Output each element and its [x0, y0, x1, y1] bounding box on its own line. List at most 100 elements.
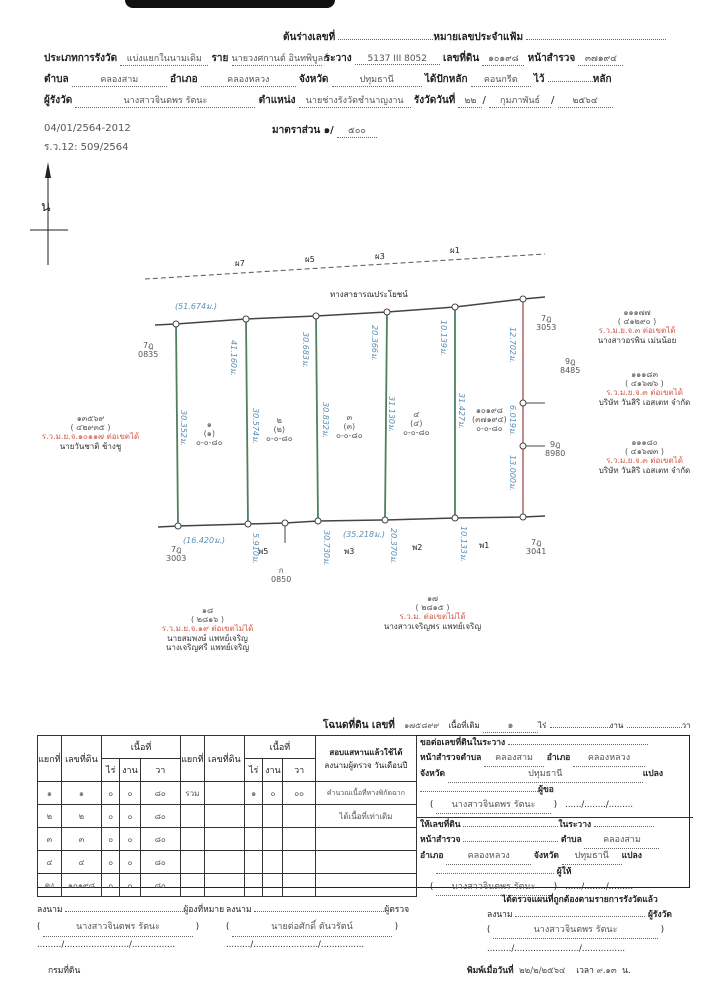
bottom-mark: พ1 — [479, 541, 490, 550]
text-label: 3053 — [536, 323, 557, 333]
text-label: ( ๒๘๑๕ ) — [415, 603, 450, 613]
rw12-number: ร.ว.12: 509/2564 — [44, 142, 129, 153]
orig-area-label: เนื้อที่เดิม — [448, 721, 480, 730]
text-label: ปทุมธานี — [561, 849, 622, 865]
text-label: ๑๐๑๙๘ — [60, 873, 103, 897]
boundary-markers — [172, 295, 527, 530]
text-label: อำเภอ — [420, 851, 444, 861]
text-label: แปลง — [621, 851, 642, 861]
text-label: เวลา — [576, 966, 594, 976]
text-label: ( ๔๑๖๗๓ ) — [624, 447, 665, 457]
draft-no-field — [338, 39, 434, 40]
text-label: วา — [282, 758, 316, 782]
top-mark: ผ5 — [305, 255, 315, 264]
text-label: ( ๔๒๙๓๕ ) — [70, 423, 111, 433]
dim-label: 12.702ม. — [508, 327, 517, 363]
survey-type-label: ประเภทการรังวัด — [44, 53, 118, 64]
survey-type-row: ประเภทการรังวัด แบ่งแยกในนามเดิม ราย นาย… — [44, 51, 624, 66]
text-label: ๑๘ — [201, 606, 214, 615]
surveyor-row: ผู้รังวัด นางสาวจินตพร รัตนะ ตำแหน่ง นาย… — [44, 93, 613, 108]
text-label: นางสาวอรพิน เม่นน้อย — [597, 335, 677, 345]
text-label: ได้ตรวจแผนที่ถูกต้องตามรายการรังวัดแล้ว — [502, 895, 658, 905]
header-parcel: เลขที่ดิน — [203, 735, 246, 782]
table-row: ๔๔๐๐๘๐ — [37, 850, 418, 874]
text-label: จังหวัด — [533, 851, 559, 861]
text-label: จังหวัด — [420, 769, 446, 779]
dim-label: 13.000ม. — [508, 455, 517, 491]
province-value: ปทุมธานี — [331, 72, 422, 87]
plot-label: ๓(๓)๐-๐-๘๐ — [336, 413, 363, 441]
text-label: ๑๑๑๘๓ — [631, 370, 658, 379]
text-label: ๓ — [37, 827, 62, 851]
marker-label: ได้ปักหลัก — [424, 74, 468, 85]
text-label: ๐ — [101, 850, 121, 874]
dim-label: 10.133ม. — [459, 526, 468, 562]
print-timestamp: พิมพ์เมื่อวันที่ ๒๒/๒/๒๕๖๔ เวลา ๙.๑๓ น. — [467, 963, 631, 977]
text-label: ๔ — [37, 850, 62, 874]
text-label: ไร่ — [537, 721, 547, 730]
text-label: ๑๑๑๗๗ — [623, 308, 651, 317]
sheet-value: 5137 III 8052 — [354, 54, 440, 65]
text-label: นางสาวเจริญพร แพทย์เจริญ — [383, 621, 482, 631]
scale-label: มาตราส่วน ๑/ — [272, 125, 334, 136]
text-label: นางสาวจินตพร รัตนะ — [493, 923, 659, 939]
text-label: นางสาวจินตพร รัตนะ — [436, 880, 552, 896]
text-label: ลงนาม — [37, 905, 63, 915]
text-label: ในระวาง — [558, 820, 592, 830]
text-label: ๐ — [119, 850, 141, 874]
request-box: ขอต่อเลขที่ดินในระวาง หน้าสำรวจตำบล คลอง… — [417, 736, 693, 896]
text-label: ๘๐ — [139, 781, 181, 805]
parcel-value: ๑๐๑๙๘ — [482, 51, 525, 66]
table-row: คง๑๐๑๙๘๐๐๘๐ — [37, 873, 418, 897]
total-label: รวม — [179, 781, 205, 805]
text-label: ลงนาม — [226, 905, 252, 915]
text-label: ผู้ให้ — [556, 867, 572, 877]
date-day: ๒๒ — [458, 93, 483, 108]
text-label: (๒) — [273, 425, 286, 435]
top-mark: ผ7 — [235, 259, 245, 268]
text-label: ร.ว.ม.ย.จ.๑๙ ต่อเขตไม่ได้ — [161, 624, 254, 634]
text-label: ๒ — [60, 804, 103, 828]
parcel-label: เลขที่ดิน — [442, 53, 480, 64]
marker-unit: หลัก — [592, 74, 612, 85]
text-label: ( ๔๑๒๙๐ ) — [617, 317, 657, 327]
deed-row: โฉนดที่ดิน เลขที่ ๑๗๕๘๙๙ เนื้อที่เดิม ๑ไ… — [323, 718, 691, 733]
plot-dividers — [175, 307, 456, 527]
district-value: คลองหลวง — [200, 72, 296, 87]
dim-label: 30.683ม. — [301, 332, 310, 368]
text-label: นายวันชาติ ช้างชู — [59, 441, 122, 451]
text-label: คลองหลวง — [446, 849, 532, 865]
neighbor-parcel: ๑๗( ๒๘๑๕ )ร.ว.ม. ต่อเขตไม่ได้นางสาวเจริญ… — [370, 594, 495, 631]
district-label: อำเภอ — [169, 74, 198, 85]
bottom-right-total-dim: (35.218ม.) — [343, 530, 386, 539]
text-label: ๔ — [60, 850, 103, 874]
text-label: ร.ว.ม.ย.จ.๓ ต่อเขตได้ — [606, 456, 683, 466]
split-table: แยกที่เลขที่ดินเนื้อที่แยกที่เลขที่ดินเน… — [37, 735, 418, 897]
header-area: เนื้อที่ — [244, 735, 316, 759]
plot-label: ๑(๑)๐-๐-๘๐ — [196, 420, 223, 448]
position-label: ตำแหน่ง — [258, 95, 296, 106]
survey-page-label: หน้าสำรวจ — [527, 53, 576, 64]
dim-label: 30.574ม. — [251, 408, 260, 444]
signature-inspector: ลงนาม ผู้ตรวจ ( นายต่อศักดิ์ ตันวรัตน์ )… — [226, 902, 409, 954]
top-mark: ผ1 — [450, 246, 460, 255]
dim-label: 10.139ม. — [439, 320, 448, 356]
text-label: ๑ — [37, 781, 62, 805]
text-label: ไร่ — [101, 758, 121, 782]
text-label: ปทุมธานี — [447, 767, 643, 783]
text-label: งาน — [119, 758, 141, 782]
text-label: ๐ — [119, 781, 141, 805]
text-label: 0835 — [138, 350, 159, 360]
bottom-mark: พ3 — [344, 547, 355, 556]
bottom-boundary — [157, 515, 546, 528]
top-total-dim: (51.674ม.) — [175, 302, 218, 311]
bottom-left-total-dim: (16.420ม.) — [183, 536, 226, 545]
text-label: ๔ — [413, 410, 420, 419]
text-label: นางเจริญศรี แพทย์เจริญ — [165, 642, 250, 652]
text-label: ๐-๐-๘๐ — [476, 424, 503, 434]
text-label: ๒๒/๒/๒๕๖๔ — [519, 966, 566, 976]
date-year: ๒๕๖๔ — [557, 93, 613, 108]
text-label: ขอต่อเลขที่ดินในระวาง — [420, 738, 506, 748]
